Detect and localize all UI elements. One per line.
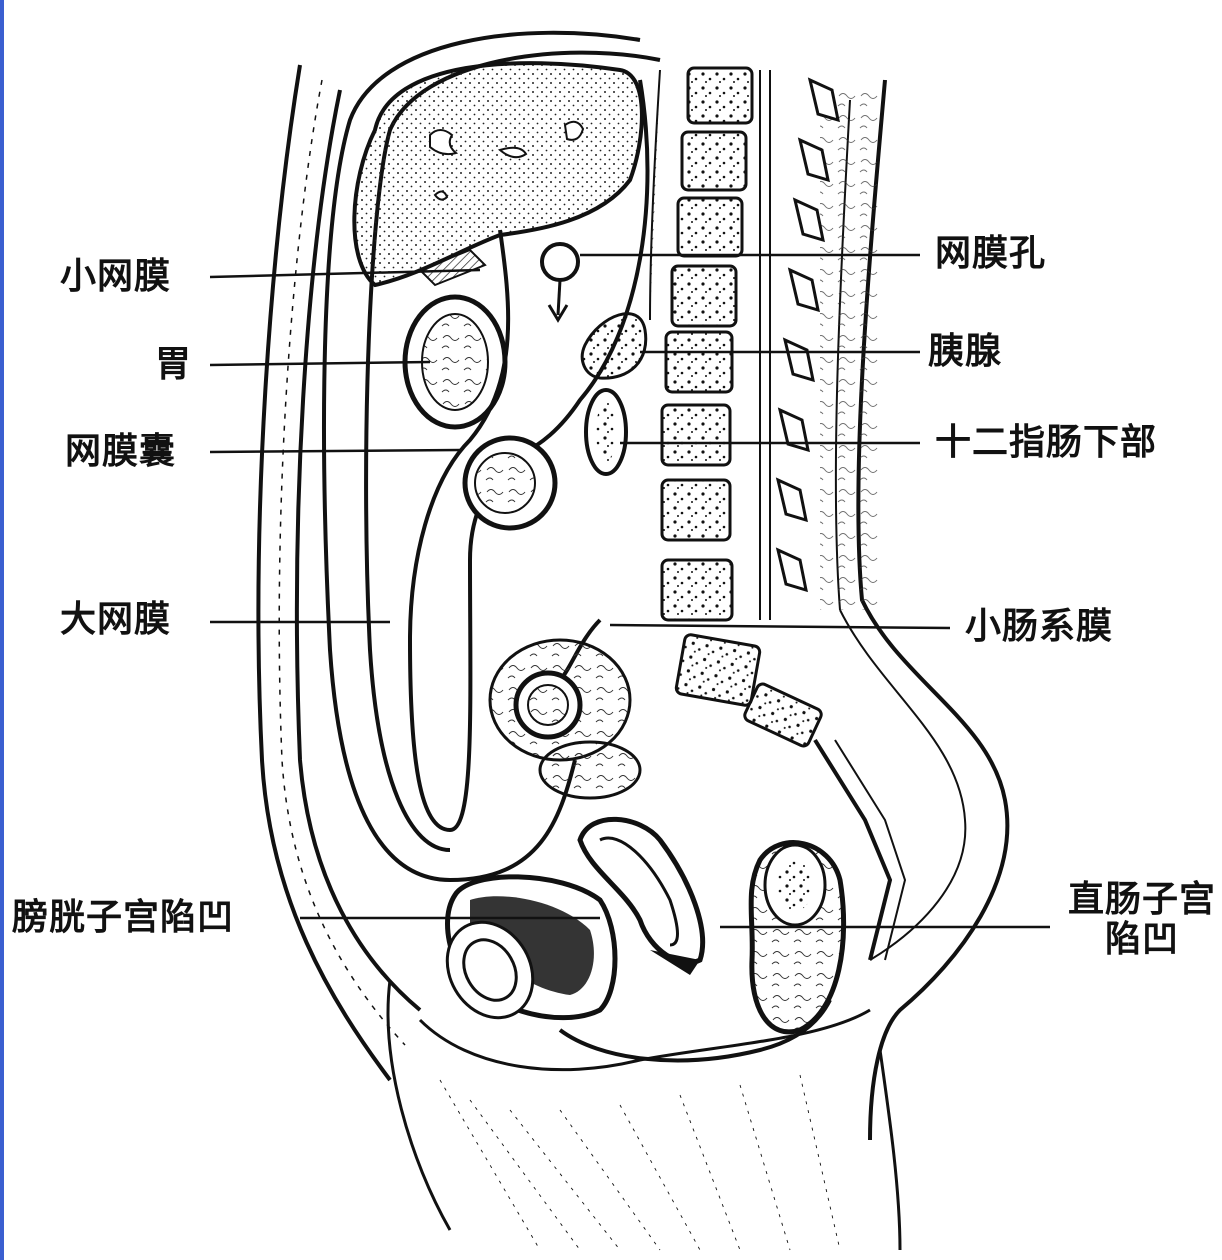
label-duodenum-inferior: 十二指肠下部 bbox=[935, 423, 1157, 463]
label-greater-omentum: 大网膜 bbox=[60, 600, 171, 640]
label-vesicouterine-pouch: 膀胱子宫陷凹 bbox=[12, 898, 234, 938]
label-rectouterine-pouch-line2: 陷凹 bbox=[1062, 920, 1222, 960]
small-intestine bbox=[490, 620, 640, 798]
omental-foramen-structure bbox=[542, 244, 578, 320]
label-mesentery: 小肠系膜 bbox=[965, 607, 1113, 647]
pancreas-structure bbox=[582, 314, 645, 378]
label-lesser-omentum: 小网膜 bbox=[60, 257, 171, 297]
label-stomach: 胃 bbox=[155, 345, 192, 385]
duodenum-structure bbox=[586, 390, 626, 474]
liver bbox=[354, 63, 642, 285]
label-pancreas: 胰腺 bbox=[928, 332, 1002, 372]
label-omental-foramen: 网膜孔 bbox=[935, 234, 1046, 274]
label-rectouterine-pouch-line1: 直肠子宫 bbox=[1062, 880, 1222, 920]
transverse-colon bbox=[465, 438, 555, 528]
label-omental-bursa: 网膜囊 bbox=[65, 432, 176, 472]
thigh-outline bbox=[388, 980, 900, 1250]
label-rectouterine-pouch: 直肠子宫 陷凹 bbox=[1062, 880, 1222, 959]
